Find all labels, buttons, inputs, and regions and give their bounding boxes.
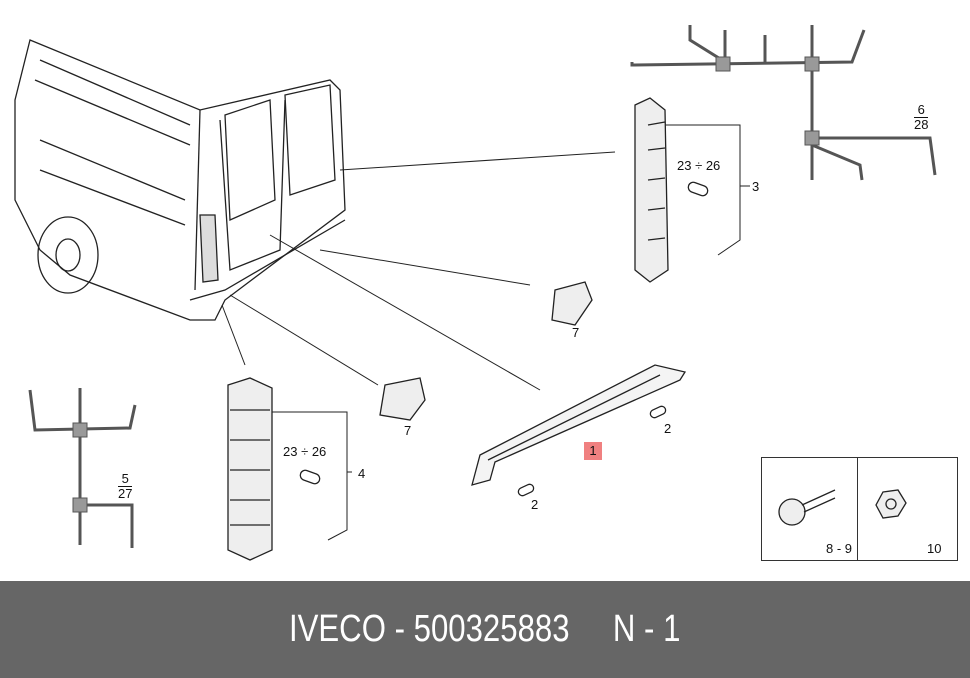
fraction-numerator: 6 bbox=[914, 103, 929, 118]
wiring-harness-left bbox=[28, 388, 137, 548]
screw-icon bbox=[778, 489, 836, 526]
part-caption: IVECO - 500325883 N - 1 bbox=[289, 608, 681, 650]
footer-bar: IVECO - 500325883 N - 1 bbox=[0, 581, 970, 678]
fasteners-inset bbox=[761, 457, 958, 561]
wiring-harness-top bbox=[630, 25, 937, 181]
brake-light-bar bbox=[471, 364, 687, 497]
callout-2-right: 2 bbox=[664, 421, 672, 436]
bulb-range-label-top: 23 ÷ 26 bbox=[677, 158, 721, 173]
lens-lower bbox=[379, 377, 426, 421]
callout-7-upper: 7 bbox=[572, 325, 580, 340]
callout-4: 4 bbox=[358, 466, 366, 481]
van-illustration bbox=[14, 39, 346, 321]
lens-upper bbox=[551, 281, 593, 326]
parts-diagram bbox=[14, 25, 937, 561]
callout-1-highlighted[interactable]: 1 bbox=[584, 442, 602, 460]
bulb-range-label-left: 23 ÷ 26 bbox=[283, 444, 327, 459]
callout-8-9: 8 - 9 bbox=[826, 541, 853, 556]
callout-2-left: 2 bbox=[531, 497, 539, 512]
nut-icon bbox=[875, 489, 907, 519]
callout-7-lower: 7 bbox=[404, 423, 412, 438]
callout-3: 3 bbox=[752, 179, 760, 194]
fraction-denominator: 27 bbox=[118, 486, 133, 501]
callout-10: 10 bbox=[927, 541, 942, 556]
rear-lamp-right bbox=[634, 97, 709, 283]
fraction-denominator: 28 bbox=[914, 117, 929, 132]
fraction-numerator: 5 bbox=[118, 472, 133, 487]
leader-lines bbox=[221, 124, 750, 541]
rear-lamp-left bbox=[227, 377, 321, 561]
